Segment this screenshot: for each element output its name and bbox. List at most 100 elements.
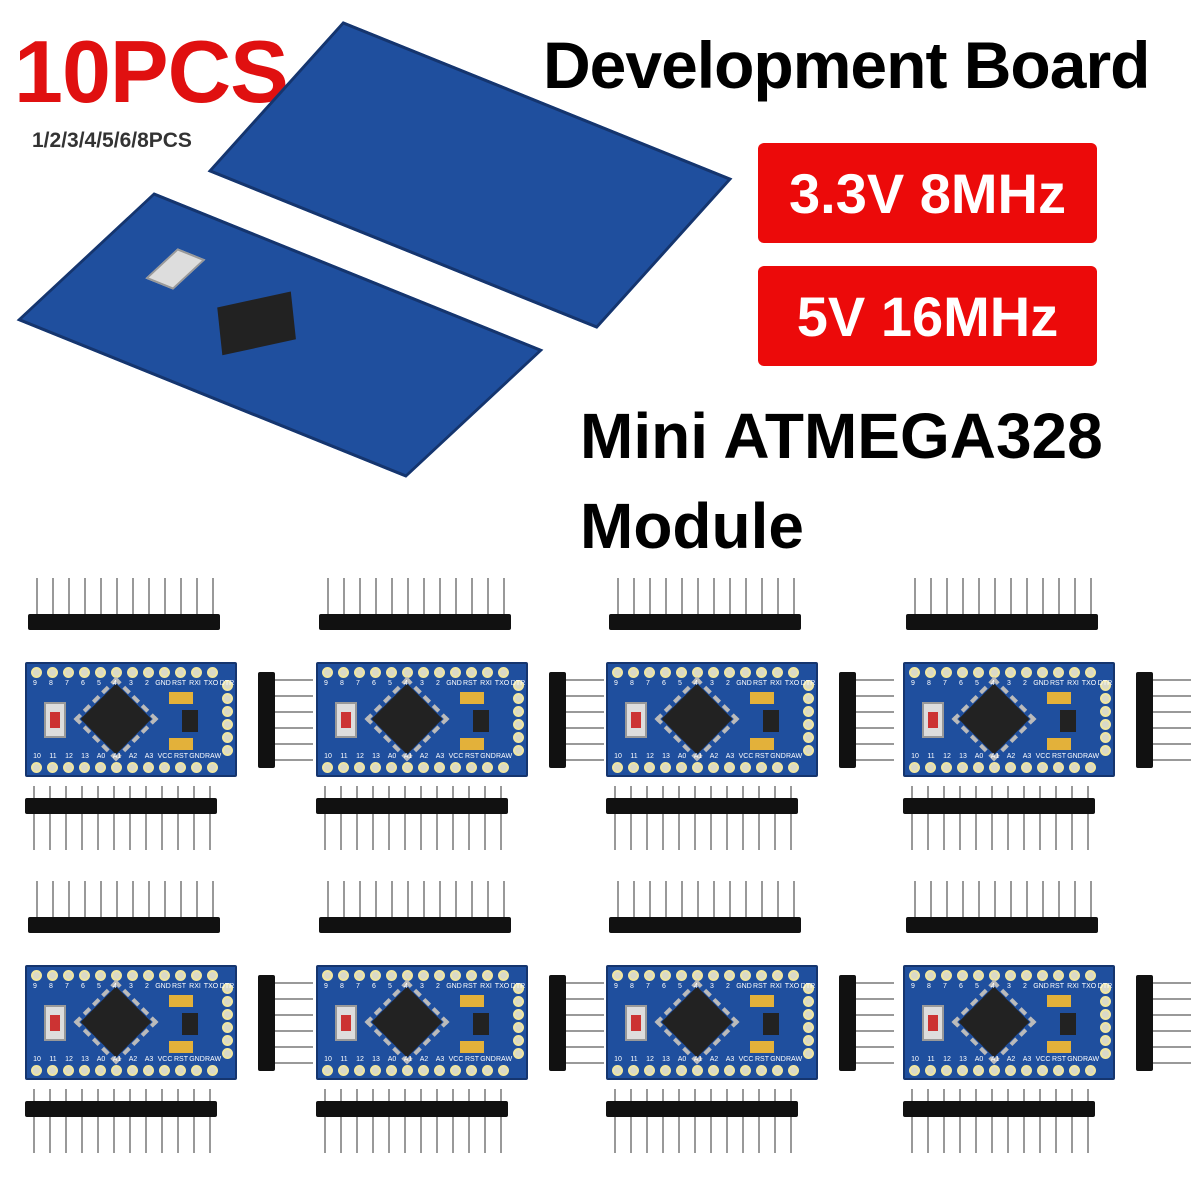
pin-header-bottom (606, 1089, 798, 1153)
pin-hole (418, 1065, 429, 1076)
header-pin (614, 786, 616, 850)
pin-hole (1100, 693, 1111, 704)
pin-hole (207, 970, 218, 981)
silkscreen-label: A1 (990, 1056, 1000, 1063)
pin-hole (660, 762, 671, 773)
header-pin (1010, 881, 1012, 931)
header-pin (196, 578, 198, 628)
header-pin (65, 1089, 67, 1153)
header-bar (906, 614, 1098, 630)
silkscreen-label: TXO (784, 680, 800, 687)
pin-header-bottom (606, 786, 798, 850)
header-pin (1074, 881, 1076, 931)
header-bar (1136, 672, 1153, 768)
pin-hole (95, 970, 106, 981)
silkscreen-label: 11 (340, 753, 348, 760)
capacitor (169, 738, 193, 750)
reset-button (922, 1005, 944, 1041)
silkscreen-label: 3 (420, 680, 424, 687)
silkscreen-label: 4 (991, 983, 995, 990)
header-pin (359, 578, 361, 628)
header-pin (164, 578, 166, 628)
silkscreen-label: GND (736, 680, 752, 687)
pin-hole (756, 667, 767, 678)
header-pin (113, 1089, 115, 1153)
header-pin (1071, 786, 1073, 850)
pin-hole (402, 970, 413, 981)
pin-header-bottom (316, 786, 508, 850)
header-bar (609, 614, 801, 630)
pin-hole (466, 970, 477, 981)
pin-hole (628, 762, 639, 773)
pin-hole (973, 762, 984, 773)
silkscreen-label: A2 (709, 1056, 719, 1063)
pin-hole (1053, 970, 1064, 981)
header-pin (713, 881, 715, 931)
pin-hole (354, 970, 365, 981)
pin-header-top (28, 881, 220, 941)
header-pin (1074, 578, 1076, 628)
header-pin (1087, 786, 1089, 850)
header-pin (665, 578, 667, 628)
silkscreen-label: 3 (710, 983, 714, 990)
pin-hole (989, 1065, 1000, 1076)
pin-hole (143, 1065, 154, 1076)
silkscreen-label: 10 (614, 1056, 622, 1063)
header-pin (994, 578, 996, 628)
pin-hole (338, 1065, 349, 1076)
silkscreen-label: TXO (494, 983, 510, 990)
badge-label: 5V 16MHz (796, 284, 1059, 348)
pin-header-bottom (903, 786, 1095, 850)
pin-header-top (906, 881, 1098, 941)
pin-hole (466, 1065, 477, 1076)
pin-hole (612, 970, 623, 981)
silkscreen-label: RAW (786, 1056, 803, 1063)
header-pin (975, 1089, 977, 1153)
pin-hole (660, 667, 671, 678)
header-pin (566, 1046, 604, 1048)
header-pin (68, 881, 70, 931)
header-pin (455, 578, 457, 628)
microcontroller-chip (364, 979, 450, 1065)
pin-hole (338, 762, 349, 773)
capacitor (750, 692, 774, 704)
pin-hole (466, 667, 477, 678)
silkscreen-label: DTR (219, 983, 235, 990)
header-pin (212, 881, 214, 931)
pin-hole (692, 667, 703, 678)
header-pin (914, 881, 916, 931)
header-bar (258, 672, 275, 768)
silkscreen-label: RXI (480, 983, 492, 990)
pin-hole (322, 667, 333, 678)
header-bar (316, 1101, 508, 1117)
pin-hole (143, 667, 154, 678)
silkscreen-label: A3 (1022, 1056, 1032, 1063)
header-pin (148, 881, 150, 931)
silkscreen-label: 11 (340, 1056, 348, 1063)
silkscreen-label: A0 (387, 1056, 397, 1063)
pin-hole (322, 762, 333, 773)
pin-hole (973, 667, 984, 678)
silkscreen-label: 5 (975, 680, 979, 687)
header-pin (777, 578, 779, 628)
voltage-regulator (1060, 1013, 1076, 1035)
silkscreen-label: RST (1052, 1056, 1066, 1063)
header-pin (468, 786, 470, 850)
pin-hole (513, 1022, 524, 1033)
header-pin (566, 695, 604, 697)
pin-header-top (319, 881, 511, 941)
header-pin (423, 578, 425, 628)
pin-hole (47, 667, 58, 678)
header-pin (1010, 578, 1012, 628)
pin-hole (957, 1065, 968, 1076)
header-pin (116, 578, 118, 628)
header-pin (959, 1089, 961, 1153)
header-bar (319, 917, 511, 933)
silkscreen-label: 5 (388, 983, 392, 990)
silkscreen-label: GND (1033, 680, 1049, 687)
silkscreen-label: 7 (356, 680, 360, 687)
silkscreen-label: GND (770, 1056, 786, 1063)
silkscreen-label: A3 (144, 753, 154, 760)
silkscreen-label: 12 (65, 1056, 73, 1063)
silkscreen-label: RAW (1083, 1056, 1100, 1063)
